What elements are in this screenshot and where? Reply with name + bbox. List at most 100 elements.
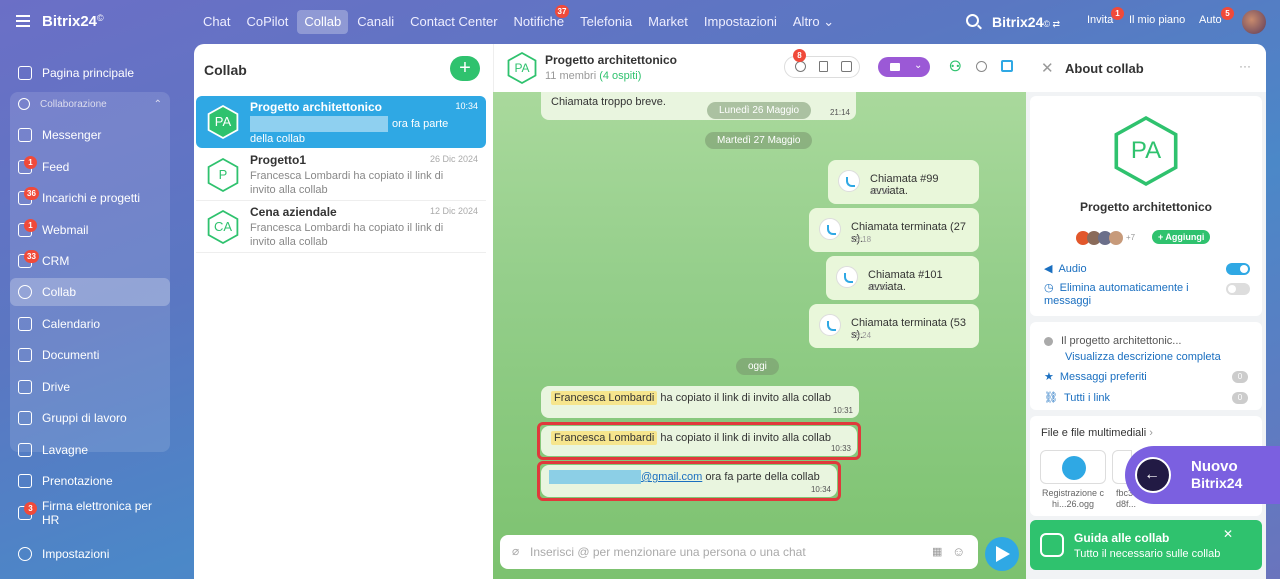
nav-contact-center[interactable]: Contact Center — [410, 14, 498, 29]
sidebar-item-messenger[interactable]: Messenger — [10, 121, 170, 149]
panel-toggle-icon[interactable] — [1001, 60, 1013, 72]
collab-guide-banner[interactable]: Guida alle collab Tutto il necessario su… — [1030, 520, 1262, 570]
menu-icon[interactable] — [16, 15, 30, 27]
board-icon — [18, 443, 32, 457]
collab-large-avatar: PA — [1114, 116, 1178, 186]
info-card: Il progetto architettonic... Visualizza … — [1030, 322, 1262, 410]
user-avatar[interactable] — [1242, 10, 1266, 34]
booking-icon — [18, 474, 32, 488]
files-title[interactable]: File e file multimediali › — [1041, 427, 1153, 439]
send-button[interactable] — [985, 537, 1019, 571]
email-link[interactable]: @gmail.com — [641, 471, 703, 483]
chat-title[interactable]: Progetto architettonico — [545, 53, 678, 67]
nav-altro[interactable]: Altro ⌄ — [792, 14, 835, 29]
grid-icon[interactable]: ▦ — [932, 546, 943, 558]
file-icon[interactable] — [819, 61, 828, 72]
call-message[interactable]: Chiamata terminata (53 s). 15:24 — [809, 304, 979, 348]
sidebar-item-documenti[interactable]: Documenti — [10, 341, 170, 369]
system-message[interactable]: Francesca Lombardi ha copiato il link di… — [541, 426, 857, 456]
mention-user[interactable]: Francesca Lombardi — [551, 391, 658, 405]
avatar — [1109, 231, 1123, 245]
app-logo[interactable]: Bitrix24© — [42, 13, 104, 30]
sidebar-item-lavagne[interactable]: Lavagne — [10, 436, 170, 464]
collab-name: Cena aziendale — [250, 205, 337, 219]
sidebar-item-collab[interactable]: Collab — [10, 278, 170, 306]
collab-list-panel: Collab + PA Progetto architettonico 10:3… — [194, 44, 493, 579]
description-link[interactable]: Visualizza descrizione completa — [1065, 351, 1221, 363]
favorites-link[interactable]: ★Messaggi preferiti — [1044, 371, 1147, 383]
collab-avatar: P — [207, 158, 239, 192]
collab-title: Progetto architettonico — [1079, 200, 1212, 214]
promo-brand: Bitrix24 — [1191, 475, 1243, 491]
description: Il progetto architettonic... — [1044, 335, 1181, 347]
chat-messages-area[interactable]: Chiamata troppo breve. 21:14 Lunedì 26 M… — [493, 92, 1026, 579]
emoji-icon[interactable]: ☺ — [952, 544, 966, 559]
nav-collab[interactable]: Collab — [297, 10, 349, 34]
sidebar-item-settings[interactable]: Impostazioni — [10, 540, 170, 568]
mention-user[interactable]: Francesca Lombardi — [551, 431, 658, 445]
collab-last-message: Francesca Lombardi ha copiato il link di… — [250, 222, 444, 248]
add-collab-button[interactable]: + — [450, 56, 480, 81]
links-link[interactable]: ⛓Tutti i link — [1044, 392, 1111, 404]
guide-title: Guida alle collab — [1074, 531, 1170, 545]
sidebar-item-prenotazione[interactable]: Prenotazione — [10, 467, 170, 495]
search-icon[interactable] — [976, 61, 987, 72]
search-icon[interactable] — [966, 14, 979, 27]
call-message[interactable]: Chiamata #99 avviata. 15:18 — [828, 160, 979, 204]
audio-file-thumb[interactable] — [1040, 450, 1106, 484]
favorites-count: 0 — [1232, 371, 1248, 383]
sidebar-item-drive[interactable]: Drive — [10, 373, 170, 401]
calendar-icon[interactable] — [841, 61, 852, 72]
sidebar-group-header[interactable]: Collaborazione⌃ — [10, 90, 170, 118]
calendar-icon — [18, 317, 32, 331]
autodelete-toggle[interactable] — [1226, 283, 1250, 295]
video-call-button[interactable]: ⌄ — [878, 57, 930, 77]
collab-list-item[interactable]: CA Cena aziendale 12 Dic 2024 Francesca … — [196, 201, 486, 253]
system-message[interactable]: Francesca Lombardi ha copiato il link di… — [541, 386, 859, 418]
collab-list-item[interactable]: PA Progetto architettonico 10:34 ora fa … — [196, 96, 486, 148]
nav-market[interactable]: Market — [648, 14, 688, 29]
collab-list-item[interactable]: P Progetto1 26 Dic 2024 Francesca Lombar… — [196, 149, 486, 201]
more-icon[interactable]: ··· — [1239, 59, 1251, 73]
attach-icon[interactable]: ⌀ — [512, 544, 520, 558]
call-message[interactable]: Chiamata #101 avviata. 15:23 — [826, 256, 979, 300]
top-bar: Bitrix24© Chat CoPilot Collab Canali Con… — [0, 0, 1280, 44]
member-avatars[interactable]: +7 — [1076, 231, 1135, 245]
system-message[interactable]: @gmail.com ora fa parte della collab 10:… — [541, 465, 837, 497]
close-icon[interactable]: ✕ — [1041, 60, 1054, 77]
about-header: ✕ About collab ··· — [1026, 44, 1266, 92]
nav-chat[interactable]: Chat — [203, 14, 231, 29]
sidebar-item-home[interactable]: Pagina principale — [10, 59, 170, 87]
collab-name: Progetto1 — [250, 153, 307, 167]
sidebar-item-gruppi[interactable]: Gruppi di lavoro — [10, 404, 170, 432]
add-user-icon[interactable]: ⚇ — [949, 58, 962, 74]
close-icon[interactable]: ✕ — [1223, 527, 1234, 541]
phone-icon — [819, 218, 841, 240]
audio-toggle[interactable] — [1226, 263, 1250, 275]
notifiche-badge: 37 — [554, 5, 570, 18]
nav-telefonia[interactable]: Telefonia — [580, 14, 633, 29]
add-member-button[interactable]: + Aggiungi — [1152, 230, 1211, 244]
nav-canali[interactable]: Canali — [357, 14, 395, 29]
new-bitrix-promo[interactable]: ← Nuovo Bitrix24 — [1125, 446, 1280, 504]
call-message[interactable]: Chiamata terminata (27 s). 15:18 — [809, 208, 979, 252]
message-input[interactable]: ⌀ Inserisci @ per menzionare una persona… — [500, 535, 978, 569]
nav-copilot[interactable]: CoPilot — [246, 14, 289, 29]
brand-label[interactable]: Bitrix24© ⇄ — [992, 14, 1061, 30]
nav-impostazioni[interactable]: Impostazioni — [703, 14, 777, 29]
chat-members[interactable]: 11 membri (4 ospiti) — [545, 70, 642, 82]
chat-avatar[interactable]: PA — [507, 52, 537, 84]
sidebar-item-calendario[interactable]: Calendario — [10, 310, 170, 338]
tasks-icon[interactable] — [795, 61, 806, 72]
auto-badge: 5 — [1221, 7, 1234, 20]
info-icon — [1044, 336, 1053, 346]
plan-button[interactable]: Il mio piano — [1129, 14, 1186, 26]
